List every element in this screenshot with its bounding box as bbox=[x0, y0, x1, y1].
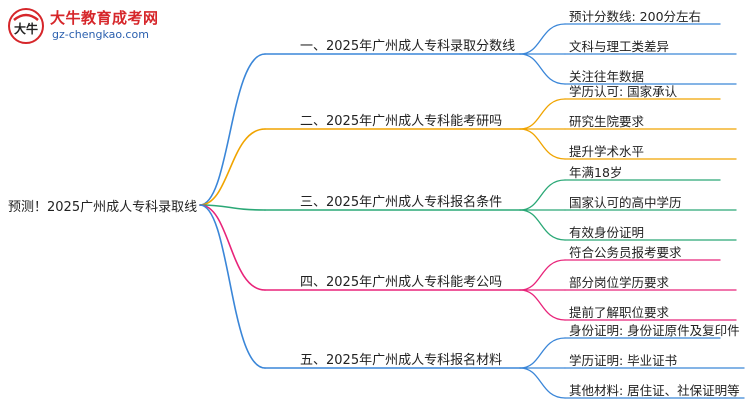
leaf-connector-3-1 bbox=[519, 179, 566, 211]
leaf-label-3-3: 有效身份证明 bbox=[569, 225, 645, 240]
leaf-label-4-1: 符合公务员报考要求 bbox=[569, 245, 682, 260]
leaf-connector-5-3 bbox=[519, 367, 566, 399]
leaf-label-4-3: 提前了解职位要求 bbox=[569, 305, 670, 320]
branch-connector-4 bbox=[199, 204, 266, 291]
leaf-connector-3-3 bbox=[519, 209, 566, 241]
leaf-connector-5-1 bbox=[519, 337, 566, 369]
leaf-label-1-3: 关注往年数据 bbox=[569, 69, 645, 84]
branch-label-3: 三、2025年广州成人专科报名条件 bbox=[300, 195, 503, 210]
leaf-label-5-3: 其他材料: 居住证、社保证明等 bbox=[569, 383, 740, 398]
leaf-connector-4-3 bbox=[519, 289, 566, 321]
leaf-label-5-1: 身份证明: 身份证原件及复印件 bbox=[569, 323, 740, 338]
logo-title: 大牛教育成考网 bbox=[50, 9, 159, 27]
branch-label-4: 四、2025年广州成人专科能考公吗 bbox=[300, 275, 503, 290]
logo-mark-icon: 大牛 bbox=[8, 8, 44, 44]
logo-mark-text: 大牛 bbox=[14, 21, 38, 36]
leaf-connector-2-1 bbox=[519, 98, 566, 130]
branch-connector-2 bbox=[199, 128, 266, 206]
leaf-label-2-2: 研究生院要求 bbox=[569, 114, 645, 129]
branch-label-2: 二、2025年广州成人专科能考研吗 bbox=[300, 114, 503, 129]
branch-label-5: 五、2025年广州成人专科报名材料 bbox=[300, 353, 503, 368]
leaf-connector-4-1 bbox=[519, 259, 566, 291]
leaf-connector-1-1 bbox=[519, 23, 566, 55]
branch-label-1: 一、2025年广州成人专科录取分数线 bbox=[300, 39, 516, 54]
branch-connector-1 bbox=[199, 53, 266, 206]
leaf-label-1-2: 文科与理工类差异 bbox=[569, 39, 670, 54]
leaf-label-4-2: 部分岗位学历要求 bbox=[569, 275, 670, 290]
leaf-label-2-1: 学历认可: 国家承认 bbox=[569, 84, 678, 99]
leaf-label-5-2: 学历证明: 毕业证书 bbox=[569, 353, 678, 368]
leaf-label-3-1: 年满18岁 bbox=[569, 165, 623, 180]
root-node: 预测！2025广州成人专科录取线 bbox=[8, 200, 198, 215]
leaf-label-1-1: 预计分数线: 200分左右 bbox=[569, 9, 702, 24]
leaf-label-3-2: 国家认可的高中学历 bbox=[569, 195, 682, 210]
leaf-connector-2-3 bbox=[519, 128, 566, 160]
branch-connector-5 bbox=[199, 204, 266, 369]
leaf-label-2-3: 提升学术水平 bbox=[569, 144, 645, 159]
leaf-connector-1-3 bbox=[519, 53, 566, 85]
logo-url: gz-chengkao.com bbox=[52, 28, 149, 41]
site-logo[interactable]: 大牛 大牛教育成考网 gz-chengkao.com bbox=[6, 4, 166, 48]
branch-connector-3 bbox=[199, 204, 266, 211]
